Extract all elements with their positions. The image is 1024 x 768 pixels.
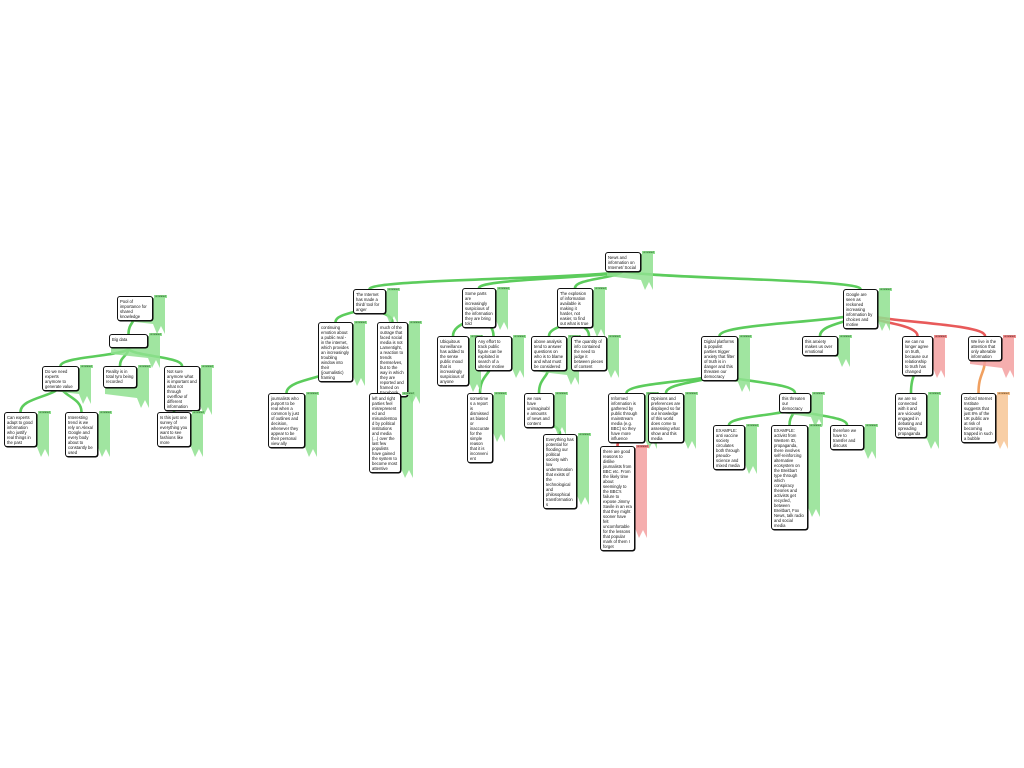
mindmap-node-d1[interactable]: Can experts adapt to good information wh… [4, 412, 37, 447]
mindmap-node-n1[interactable]: The Internet has made a third/ tool for … [353, 289, 386, 314]
mindmap-node-m6[interactable]: Informed information is gathered by publ… [608, 393, 645, 443]
mindmap-node-m13[interactable]: we are no connected with it and are vici… [895, 393, 927, 438]
mindmap-node-l6[interactable]: The quantity of info contained the need … [571, 336, 607, 371]
node-tag-n4: unrelated [879, 288, 892, 291]
mindmap-node-root[interactable]: News and information on Internet/ Social [605, 252, 641, 272]
mindmap-node-m4[interactable]: we now have unimaginable amounts of news… [524, 393, 554, 428]
mindmap-node-m12[interactable]: therefore we have to transfer and discus… [830, 425, 864, 450]
mindmap-node-c3[interactable]: Not sure anymore what is important and w… [164, 366, 200, 411]
node-tag-d2: unrelated [99, 411, 112, 414]
mindmap-node-l2[interactable]: much of the outrage that faced social me… [377, 322, 408, 397]
node-tag-m8: unrelated [636, 445, 649, 448]
node-tag-m5: unrelated [578, 433, 591, 436]
node-tag-m13: unrelated [928, 392, 941, 395]
mindmap-node-l8[interactable]: this anxiety makes us over emotional [802, 336, 838, 356]
mindmap-node-m1[interactable]: journalists who purport to be real when … [268, 393, 305, 448]
node-tag-c3: unrelated [201, 365, 214, 368]
mindmap-node-m3[interactable]: sometimes a report is dismissed as biase… [467, 393, 493, 463]
mindmap-node-c2[interactable]: Reality is in total tyro being recorded [103, 366, 137, 388]
mindmap-node-n4[interactable]: Google are seen as reckoned increasing i… [843, 289, 878, 329]
node-tag-d1: unrelated [38, 411, 51, 414]
node-tag-n2: unrelated [497, 287, 510, 290]
node-tag-l7: unrelated [739, 335, 752, 338]
mindmap-node-m10[interactable]: EXAMPLE: anti vaccine society circulates… [713, 425, 745, 470]
node-tag-l9: unrelated [934, 335, 947, 338]
mindmap-node-l4[interactable]: Any effort to track public figure can be… [475, 336, 512, 371]
node-tag-m11: unrelated [809, 424, 822, 427]
node-tag-b: unrelated [149, 333, 162, 336]
mindmap-node-l5[interactable]: above analysis tend to answer questions … [531, 336, 567, 371]
mindmap-node-l3[interactable]: Ubiquitous surveillance has added to the… [437, 336, 469, 386]
node-tag-l8: unrelated [839, 335, 852, 338]
node-tag-m12: unrelated [865, 424, 878, 427]
node-tag-c2: unrelated [138, 365, 151, 368]
node-tag-m2: unrelated [402, 392, 415, 395]
node-tag-m1: unrelated [306, 392, 319, 395]
node-tag-l10: unrelated [1003, 335, 1016, 338]
node-tag-root: unrelated [642, 251, 655, 254]
node-tag-m9: unrelated [812, 392, 825, 395]
node-tag-l6: unrelated [608, 335, 621, 338]
node-tag-m3: unrelated [494, 392, 507, 395]
node-tag-l1: unrelated [354, 321, 367, 324]
mindmap-node-m8[interactable]: there are good reasons to dislike journa… [600, 446, 635, 551]
mindmap-node-l10[interactable]: We live in the attention that only alter… [968, 336, 1002, 361]
mindmap-node-m14[interactable]: Oxford Internet Institute suggests that … [961, 393, 996, 443]
node-tag-n1: unrelated [387, 288, 400, 291]
node-tag-m10: unrelated [746, 424, 759, 427]
mindmap-node-n2[interactable]: Some parts are increasingly suspicious o… [462, 288, 496, 328]
mindmap-node-m7[interactable]: Opinions and preferences are displayed s… [648, 393, 684, 443]
mindmap-node-n3[interactable]: The explosion of information available i… [557, 288, 593, 328]
connector-root-n4 [621, 268, 862, 291]
node-tag-d3: unrelated [192, 411, 205, 414]
mindmap-node-m2[interactable]: left and right parties feel misrepresent… [369, 393, 401, 473]
mindmap-node-m11[interactable]: EXAMPLE: activist from Western ID, propa… [771, 425, 808, 530]
node-tag-a: unrelated [154, 295, 167, 298]
mindmap-node-l1[interactable]: continuing emotion about a public real -… [318, 322, 353, 382]
mindmap-node-c1[interactable]: Do we need experts anymore to generate v… [42, 366, 79, 391]
node-tag-m14: unrelated [997, 392, 1010, 395]
mindmap-node-l7[interactable]: Digital platforms & populist parties tri… [701, 336, 738, 381]
mindmap-node-d2[interactable]: Interesting trend is we rely on Alexa/ G… [65, 412, 98, 457]
mindmap-node-d3[interactable]: Is this just one survey of everything yo… [157, 412, 191, 447]
node-tag-m7: unrelated [685, 392, 698, 395]
node-tag-n3: unrelated [594, 287, 607, 290]
mindmap-node-m5[interactable]: Everything has potential for flooding ou… [543, 434, 577, 509]
mindmap-node-l9[interactable]: we can no longer agree on truth, because… [902, 336, 933, 376]
node-tag-l4: unrelated [513, 335, 526, 338]
mindmap-node-a[interactable]: Pool of importance for shared knowledge [117, 296, 153, 321]
mindmap-node-m9[interactable]: this threaten our democracy [779, 393, 811, 413]
node-tag-c1: unrelated [80, 365, 93, 368]
mindmap-node-b[interactable]: Big data [109, 334, 148, 348]
node-tag-m4: unrelated [555, 392, 568, 395]
node-tag-l2: unrelated [409, 321, 422, 324]
